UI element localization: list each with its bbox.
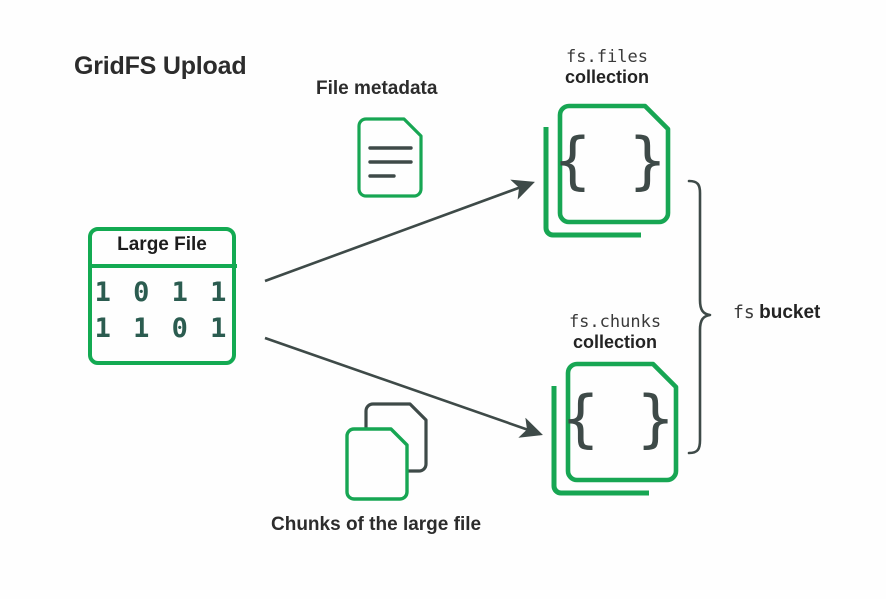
fs-files-name: fs.files <box>566 47 648 67</box>
binary-row-2: 1 1 0 1 <box>94 312 230 344</box>
fs-bucket-label: fs bucket <box>733 302 820 324</box>
arrow-to-fs-chunks <box>264 336 543 438</box>
fs-chunks-collection-icon: { } <box>551 361 684 496</box>
fs-bucket-kind: bucket <box>759 302 821 323</box>
large-file-binary: 1 0 1 1 1 1 0 1 <box>92 275 232 346</box>
large-file-card[interactable]: Large File 1 0 1 1 1 1 0 1 <box>88 227 237 365</box>
fs-files-kind: collection <box>564 67 649 88</box>
fs-files-collection-icon: { } <box>543 103 676 238</box>
fs-bucket-name: fs <box>733 302 755 323</box>
fs-files-label: fs.files collection <box>527 47 687 88</box>
stacked-documents-icon <box>345 402 428 501</box>
fs-chunks-name: fs.chunks <box>568 312 662 332</box>
arrow-to-fs-files <box>264 179 535 283</box>
page-title: GridFS Upload <box>74 52 247 80</box>
svg-text:{ }: { } <box>553 124 676 197</box>
document-lines-icon <box>357 117 423 198</box>
fs-chunks-label: fs.chunks collection <box>535 312 695 353</box>
large-file-divider <box>91 264 237 268</box>
binary-row-1: 1 0 1 1 <box>94 277 230 308</box>
file-metadata-caption: File metadata <box>316 78 438 99</box>
chunks-caption: Chunks of the large file <box>271 514 482 535</box>
fs-chunks-kind: collection <box>572 332 657 353</box>
curly-brace-icon <box>687 179 712 455</box>
svg-text:{ }: { } <box>561 382 684 455</box>
large-file-title: Large File <box>117 234 207 255</box>
